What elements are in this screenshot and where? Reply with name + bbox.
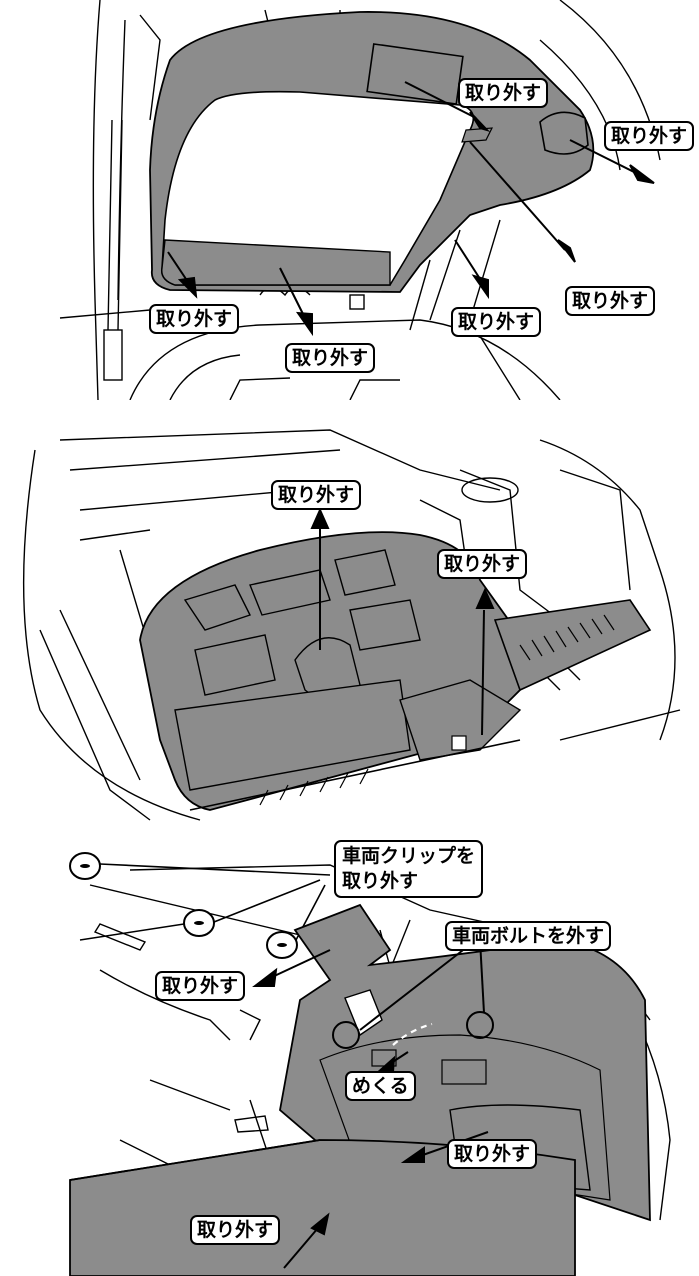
luggage-tray-illustration bbox=[22, 429, 681, 821]
callout-remove-center-right: 取り外す bbox=[451, 307, 542, 337]
callout-remove-left-bottom: 取り外す bbox=[149, 304, 240, 334]
side-trim-illustration bbox=[69, 852, 671, 1276]
callout-remove-right-lower: 取り外す bbox=[565, 286, 656, 316]
callout-remove-top-right: 取り外す bbox=[604, 121, 695, 151]
callout-remove-tray-left: 取り外す bbox=[271, 480, 362, 510]
callout-peel: めくる bbox=[345, 1071, 416, 1101]
panel-trunk-lid: 取り外す 取り外す 取り外す 取り外す 取り外す 取り外す bbox=[0, 0, 699, 400]
callout-remove-right-cover: 取り外す bbox=[447, 1139, 538, 1169]
callout-remove-floor-board: 取り外す bbox=[190, 1215, 281, 1245]
trunk-lid-illustration bbox=[59, 0, 661, 400]
callout-remove-side-trim: 取り外す bbox=[155, 971, 246, 1001]
panel-side-trim: 車両クリップを 取り外す 車両ボルトを外す 取り外す めくる 取り外す 取り外す bbox=[0, 840, 699, 1276]
callout-remove-tray-right: 取り外す bbox=[437, 549, 528, 579]
callout-remove-top-center: 取り外す bbox=[458, 78, 549, 108]
callout-remove-bottom-center: 取り外す bbox=[285, 343, 376, 373]
panel-luggage-tray: 取り外す 取り外す bbox=[0, 410, 699, 830]
callout-remove-bolts: 車両ボルトを外す bbox=[445, 921, 612, 951]
callout-remove-clips: 車両クリップを 取り外す bbox=[334, 840, 484, 898]
